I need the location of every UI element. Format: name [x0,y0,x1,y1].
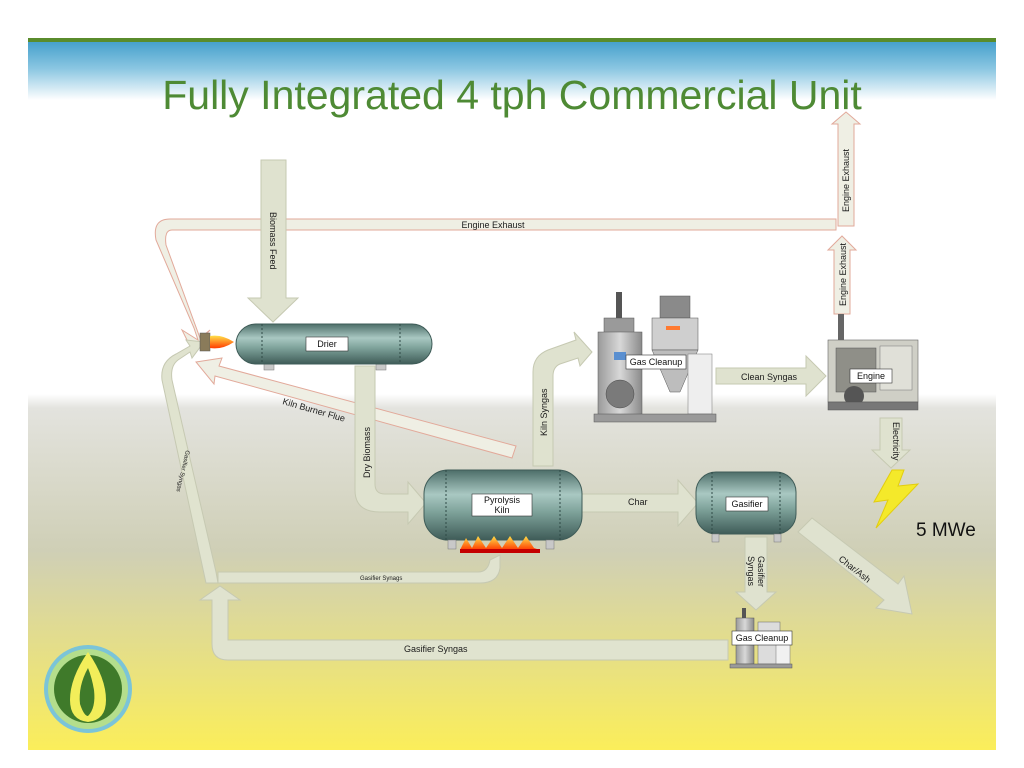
engine-exhaust-upper-arrow: Engine Exhaust [830,111,862,227]
electricity-label: Electricity [891,422,901,461]
char-label: Char [628,497,648,507]
power-output-label: 5 MWe [916,520,976,541]
gasifier-syngas-bottom-label: Gasifier Syngas [404,644,468,654]
kiln-syngas-arrow: Kiln Syngas [532,331,593,467]
engine-exhaust-label: Engine Exhaust [461,220,525,230]
engine-label: Engine [857,371,885,381]
burner-flame-icon [199,332,234,352]
pyrolysis-kiln-label-1: Pyrolysis [484,495,521,505]
electricity-arrow: Electricity [870,417,912,469]
gas-cleanup-main-unit: Gas Cleanup [593,292,717,423]
kiln-syngas-label: Kiln Syngas [539,388,549,436]
clean-syngas-arrow: Clean Syngas [715,354,827,398]
gasifier-label: Gasifier [731,499,762,509]
engine-exhaust-upper-label: Engine Exhaust [841,148,851,212]
biomass-feed-label: Biomass Feed [268,212,278,270]
gasifier-vessel: Gasifier [695,471,797,543]
engine-unit: Engine [827,314,919,411]
flame-drop-logo-icon [44,645,132,733]
biomass-feed-arrow: Biomass Feed [246,159,300,323]
lightning-bolt-icon [873,469,920,529]
drier-label: Drier [317,339,337,349]
gasifier-syngas-vertical-label-2: Syngas [746,556,756,587]
pyrolysis-kiln-vessel: Pyrolysis Kiln [423,469,583,553]
gas-cleanup-main-label: Gas Cleanup [630,357,683,367]
pyrolysis-kiln-label-2: Kiln [494,505,509,515]
dry-biomass-label: Dry Biomass [362,426,372,478]
drier-vessel: Drier [235,323,433,371]
engine-exhaust-lower-arrow: Engine Exhaust [826,235,858,315]
gasifier-syngas-small-label: Gasifier Synags [360,576,402,582]
gas-cleanup-small-unit: Gas Cleanup [729,608,793,669]
char-arrow: Char [581,478,699,528]
gasifier-syngas-vertical-arrow: Gasifier Syngas [734,536,778,611]
gasifier-syngas-vertical-label-1: Gasifier [756,556,766,587]
gas-cleanup-small-label: Gas Cleanup [736,633,789,643]
kiln-fire-icon [460,536,540,553]
char-ash-arrow: Char/Ash [797,517,913,615]
dry-biomass-arrow: Dry Biomass [354,365,427,526]
gasifier-syngas-bottom-arrow: Gasifier Syngas [198,585,729,661]
engine-exhaust-lower-label: Engine Exhaust [838,242,848,306]
clean-syngas-label: Clean Syngas [741,372,798,382]
slide-title: Fully Integrated 4 tph Commercial Unit [162,72,862,118]
